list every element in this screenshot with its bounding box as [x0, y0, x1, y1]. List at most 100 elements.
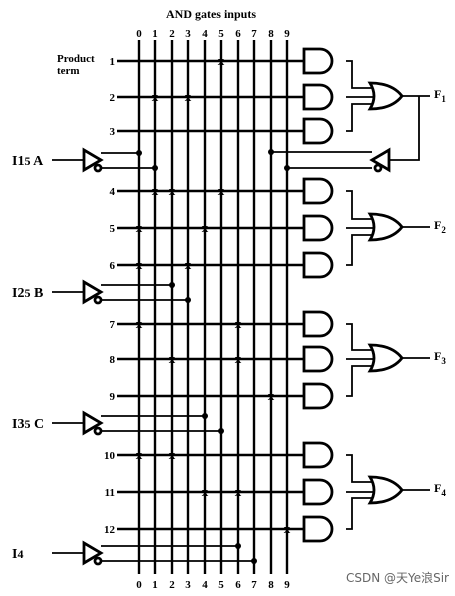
- output-label-sub-1: 1: [441, 94, 446, 104]
- product-term-number-5: 5: [110, 223, 116, 235]
- product-term-number-2: 2: [110, 92, 116, 104]
- and-gate-4: [302, 177, 334, 205]
- connection-cross-9-8: x: [268, 388, 275, 403]
- output-label-sub-2: 2: [441, 225, 446, 235]
- product-term-number-9: 9: [110, 391, 116, 403]
- input-dot-complement-I2: [185, 297, 191, 303]
- and-or-wire-top-2: [346, 190, 374, 220]
- column-number-top-6: 6: [235, 28, 241, 40]
- column-number-bottom-4: 4: [202, 579, 208, 591]
- connection-cross-11-4: x: [202, 484, 209, 499]
- column-number-top-8: 8: [268, 28, 274, 40]
- input-buffer-I4: [82, 540, 104, 566]
- input-dot-complement-I1: [152, 165, 158, 171]
- product-term-number-3: 3: [110, 126, 116, 138]
- input-label-I2: I25 B: [12, 286, 43, 301]
- input-label-sub-I4: 4: [17, 547, 23, 561]
- column-number-top-7: 7: [251, 28, 257, 40]
- connection-cross-6-3: x: [185, 257, 192, 272]
- and-gate-2: [302, 83, 334, 111]
- output-label-sub-4: 4: [441, 488, 446, 498]
- connection-cross-4-5: x: [218, 183, 225, 198]
- product-term-number-12: 12: [104, 524, 116, 536]
- feedback-dot-8: [268, 149, 274, 155]
- connection-cross-8-6: x: [235, 351, 242, 366]
- column-number-top-3: 3: [185, 28, 191, 40]
- product-term-number-7: 7: [110, 319, 116, 331]
- column-number-bottom-7: 7: [251, 579, 257, 591]
- input-label-tail-I1: A: [30, 154, 44, 169]
- column-number-top-5: 5: [218, 28, 224, 40]
- and-gate-11: [302, 478, 334, 506]
- input-buffer-bubble-I3: [93, 426, 103, 436]
- and-or-wire-bot-1: [346, 103, 374, 132]
- product-term-number-10: 10: [104, 450, 116, 462]
- connection-cross-11-6: x: [235, 484, 242, 499]
- connection-cross-8-2: x: [169, 351, 176, 366]
- wiring-layer: [52, 40, 430, 574]
- column-number-top-0: 0: [136, 28, 142, 40]
- product-term-number-11: 11: [105, 487, 115, 499]
- and-gate-12: [302, 515, 334, 543]
- product-term-number-1: 1: [110, 56, 116, 68]
- input-label-I4: I4: [12, 547, 23, 562]
- and-or-wire-bot-4: [346, 497, 374, 530]
- output-label-sub-3: 3: [441, 356, 446, 366]
- input-buffer-I3: [82, 410, 104, 436]
- input-buffer-bubble-I1: [93, 163, 103, 173]
- input-label-tail-I3: C: [30, 417, 44, 432]
- input-buffer-bubble-I2: [93, 295, 103, 305]
- or-gate-3: [367, 343, 404, 373]
- input-dot-complement-I3: [218, 428, 224, 434]
- column-number-top-1: 1: [152, 28, 158, 40]
- connection-cross-2-3: x: [185, 89, 192, 104]
- column-number-bottom-6: 6: [235, 579, 241, 591]
- and-gate-6: [302, 251, 334, 279]
- connection-cross-1-5: x: [218, 53, 225, 68]
- column-number-bottom-1: 1: [152, 579, 158, 591]
- column-number-bottom-0: 0: [136, 579, 142, 591]
- product-term-label-line2: term: [57, 65, 80, 77]
- feedback-dot-9: [284, 165, 290, 171]
- and-gate-5: [302, 214, 334, 242]
- output-label-2: F2: [434, 218, 446, 235]
- connection-cross-6-0: x: [136, 257, 143, 272]
- input-label-sub-I1: 5: [24, 154, 30, 168]
- and-gate-9: [302, 382, 334, 410]
- output-label-1: F1: [434, 87, 446, 104]
- connection-cross-7-6: x: [235, 316, 242, 331]
- and-gate-1: [302, 47, 334, 75]
- gates-layer: [82, 47, 404, 566]
- column-number-bottom-3: 3: [185, 579, 191, 591]
- connection-cross-2-1: x: [152, 89, 159, 104]
- input-label-tail-I2: B: [30, 286, 43, 301]
- column-number-top-9: 9: [284, 28, 290, 40]
- or-gate-2: [367, 212, 404, 242]
- or-gate-4: [367, 475, 404, 505]
- column-number-bottom-8: 8: [268, 579, 274, 591]
- input-dot-true-I1: [136, 150, 142, 156]
- feedback-wire-f1: [390, 96, 420, 161]
- input-dot-true-I4: [235, 543, 241, 549]
- output-label-3: F3: [434, 349, 446, 366]
- product-term-label-line1: Product: [57, 53, 95, 65]
- product-term-number-8: 8: [110, 354, 116, 366]
- column-number-bottom-2: 2: [169, 579, 175, 591]
- and-or-wire-top-1: [346, 60, 374, 89]
- connection-cross-10-0: x: [136, 447, 143, 462]
- and-gate-7: [302, 310, 334, 338]
- connection-cross-5-4: x: [202, 220, 209, 235]
- and-gate-8: [302, 345, 334, 373]
- input-dot-true-I3: [202, 413, 208, 419]
- connection-cross-10-2: x: [169, 447, 176, 462]
- connection-cross-4-1: x: [152, 183, 159, 198]
- input-buffer-bubble-I4: [93, 556, 103, 566]
- column-number-top-4: 4: [202, 28, 208, 40]
- input-dot-complement-I4: [251, 558, 257, 564]
- input-label-I1: I15 A: [12, 154, 44, 169]
- connection-cross-7-0: x: [136, 316, 143, 331]
- feedback-buffer-invert-bubble: [373, 163, 383, 173]
- and-gate-10: [302, 441, 334, 469]
